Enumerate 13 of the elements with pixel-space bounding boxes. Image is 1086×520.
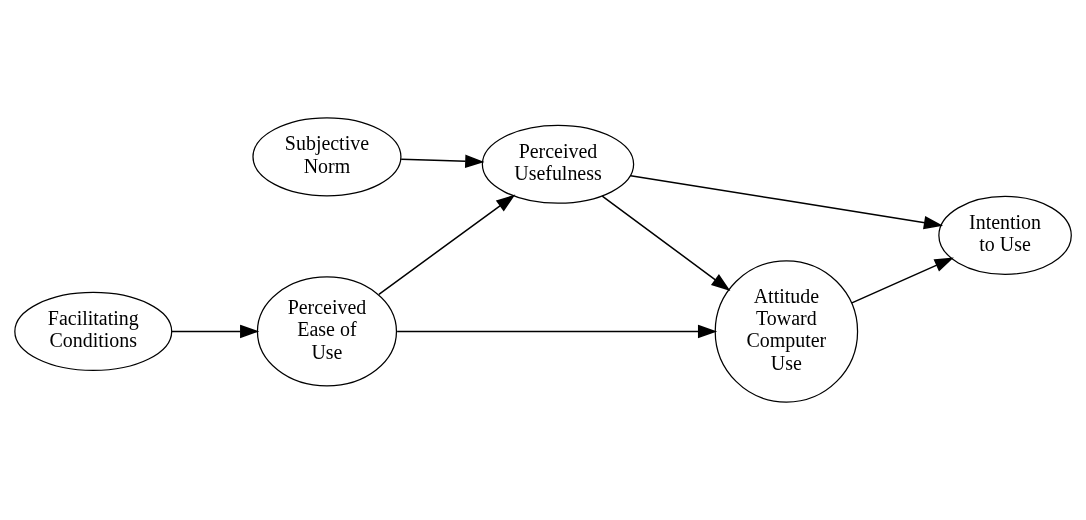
arrow: [378, 194, 516, 296]
arrow: [400, 154, 485, 168]
node-ellipse: Subjective Norm: [252, 117, 402, 197]
node-ellipse: Perceived Usefulness: [481, 124, 635, 204]
node-circle: Attitude Toward Computer Use: [714, 260, 859, 403]
arrow: [171, 324, 260, 339]
arrow: [851, 257, 954, 304]
arrow: [396, 324, 718, 339]
node-ellipse: Facilitating Conditions: [14, 291, 173, 372]
arrow: [601, 195, 731, 291]
node-ellipse: Intention to Use: [938, 195, 1072, 275]
arrow: [629, 174, 944, 230]
node-ellipse: Perceived Ease of Use: [256, 276, 398, 387]
